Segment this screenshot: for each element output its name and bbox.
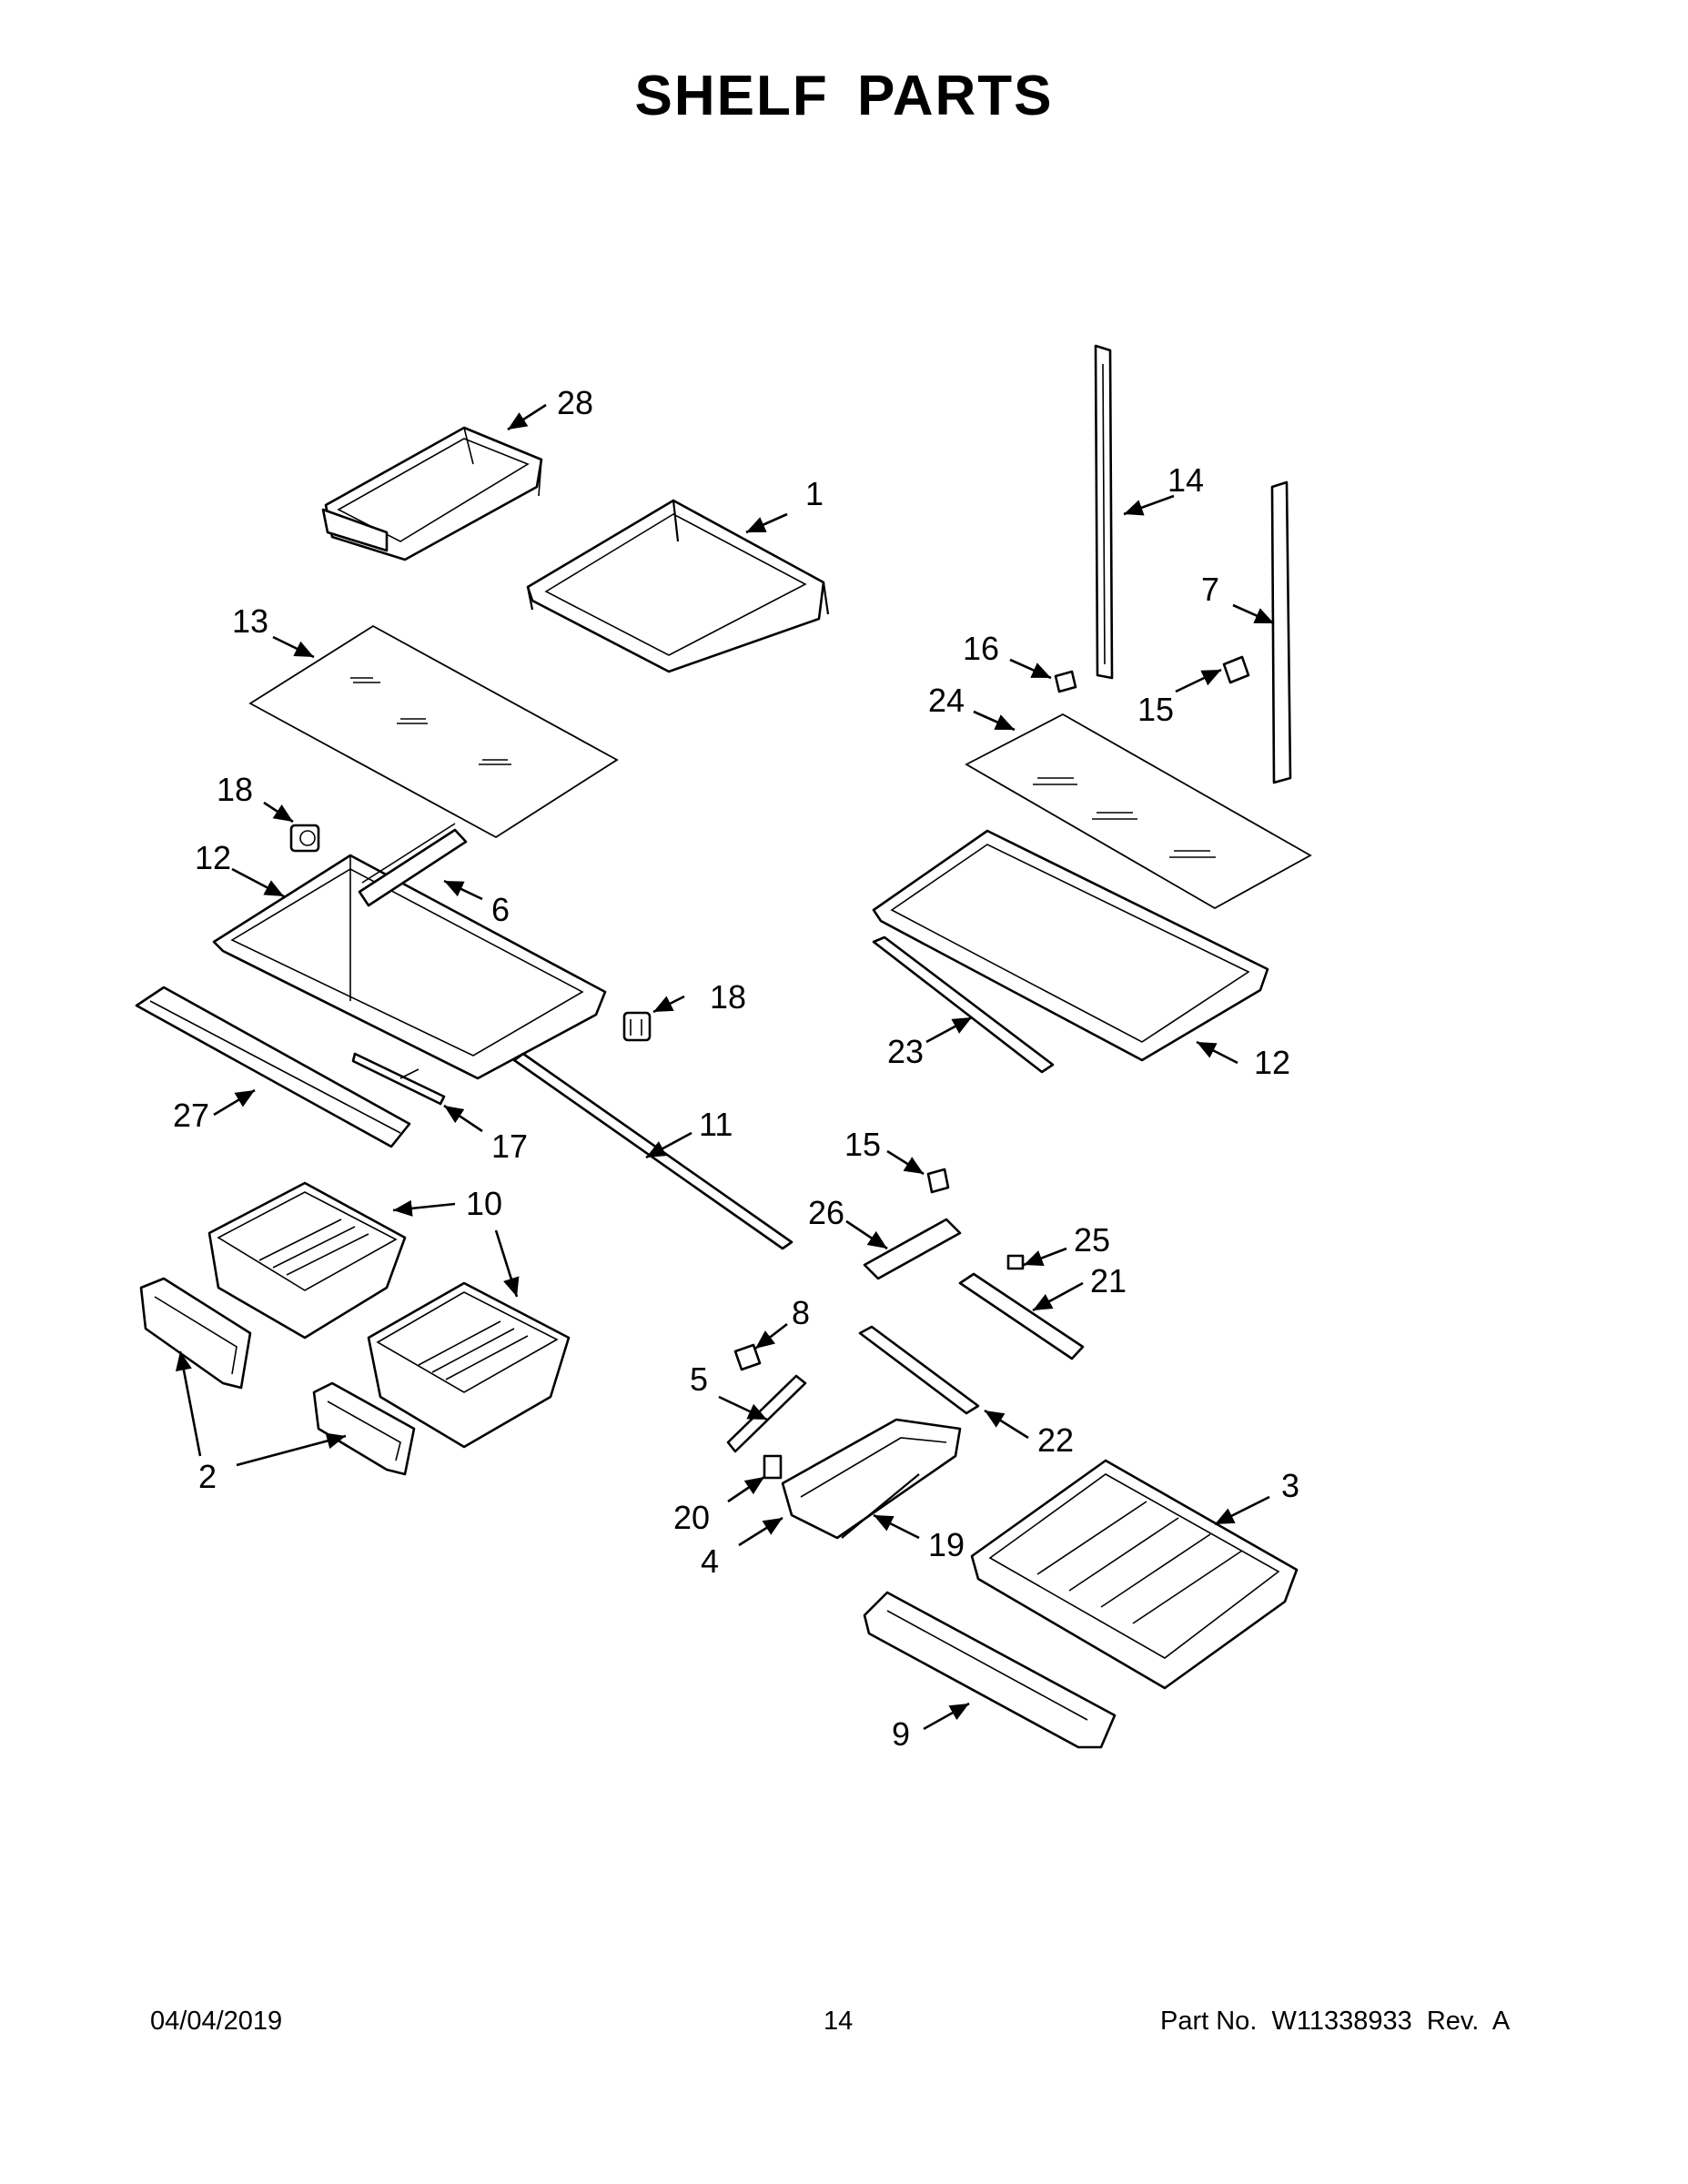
callout-6: 6 [491, 891, 510, 928]
part-22-slide [858, 1325, 980, 1415]
callout-26: 26 [808, 1194, 844, 1231]
callout-28: 28 [557, 384, 593, 421]
part-11-rod [512, 1052, 793, 1250]
part-15-screw-top [1222, 655, 1250, 684]
part-26-bracket [863, 1218, 962, 1280]
part-17-slide [351, 1052, 446, 1106]
part-28-shelf-bin [321, 426, 543, 561]
callout-15-top: 15 [1137, 691, 1174, 728]
part-9-drawer-front [863, 1591, 1117, 1749]
callout-4: 4 [701, 1542, 719, 1580]
part-6-rail [358, 823, 468, 907]
part-19-wire [841, 1473, 920, 1539]
callout-5: 5 [690, 1360, 708, 1398]
callout-9: 9 [892, 1715, 910, 1753]
page-title: SHELF PARTS [634, 65, 1054, 127]
callout-21: 21 [1090, 1262, 1127, 1299]
callout-11: 11 [699, 1106, 733, 1143]
callout-22: 22 [1037, 1421, 1074, 1459]
part-4-housing [781, 1418, 962, 1540]
part-10-crisper-left [207, 1181, 407, 1340]
callout-labels: 28 1 13 14 7 16 15 24 18 12 6 18 23 12 2… [173, 384, 1299, 1753]
part-13-glass-shelf [248, 624, 619, 839]
callout-18-left: 18 [217, 771, 253, 808]
callout-16: 16 [963, 630, 999, 667]
callout-2: 2 [198, 1458, 217, 1495]
callout-27: 27 [173, 1097, 209, 1134]
callout-1: 1 [805, 475, 824, 512]
part-2-drawer-front-left [139, 1277, 252, 1390]
part-8-screw [733, 1343, 762, 1371]
callout-15-lower: 15 [844, 1126, 881, 1163]
part-18-clip-left [289, 824, 320, 853]
callout-14: 14 [1167, 461, 1204, 499]
callout-17: 17 [491, 1127, 528, 1165]
part-7-shelf-ladder-short [1270, 480, 1292, 784]
footer-date: 04/04/2019 [150, 2007, 283, 2036]
part-23-trim [872, 935, 1055, 1074]
part-14-shelf-ladder-tall [1094, 344, 1114, 680]
part-25-clip [1006, 1254, 1025, 1270]
part-2-drawer-front-right [312, 1381, 416, 1476]
callout-13: 13 [232, 602, 268, 640]
leader-arrows [175, 403, 1275, 1731]
callout-10: 10 [466, 1185, 502, 1222]
part-20-clip [763, 1454, 783, 1480]
footer-page-number: 14 [824, 2007, 854, 2036]
callout-25: 25 [1074, 1221, 1110, 1259]
callout-12-left: 12 [195, 839, 231, 876]
part-18-clip-right [622, 1011, 652, 1042]
part-3-pan [970, 1459, 1299, 1690]
part-15-screw-lower [926, 1168, 950, 1194]
callout-20: 20 [673, 1499, 710, 1536]
part-16-screw [1054, 670, 1077, 693]
part-12-shelf-frame-left [212, 854, 607, 1080]
footer-part-number: Part No. W11338933 Rev. A [1160, 2007, 1511, 2036]
part-27-front-trim [135, 986, 411, 1148]
part-12-shelf-frame-right [872, 829, 1269, 1062]
part-24-glass-shelf-right [965, 713, 1312, 910]
part-1-shelf-frame [526, 499, 830, 673]
callout-3: 3 [1281, 1467, 1299, 1504]
part-10-crisper-right [367, 1281, 571, 1449]
callout-7: 7 [1201, 571, 1219, 608]
callout-12-right: 12 [1254, 1044, 1290, 1081]
callout-19: 19 [928, 1526, 965, 1563]
part-21-rail [958, 1272, 1085, 1360]
callout-8: 8 [792, 1294, 810, 1331]
callout-18-right: 18 [710, 978, 746, 1016]
callout-23: 23 [887, 1033, 924, 1070]
callout-24: 24 [928, 682, 965, 719]
part-5-rail [726, 1374, 807, 1453]
